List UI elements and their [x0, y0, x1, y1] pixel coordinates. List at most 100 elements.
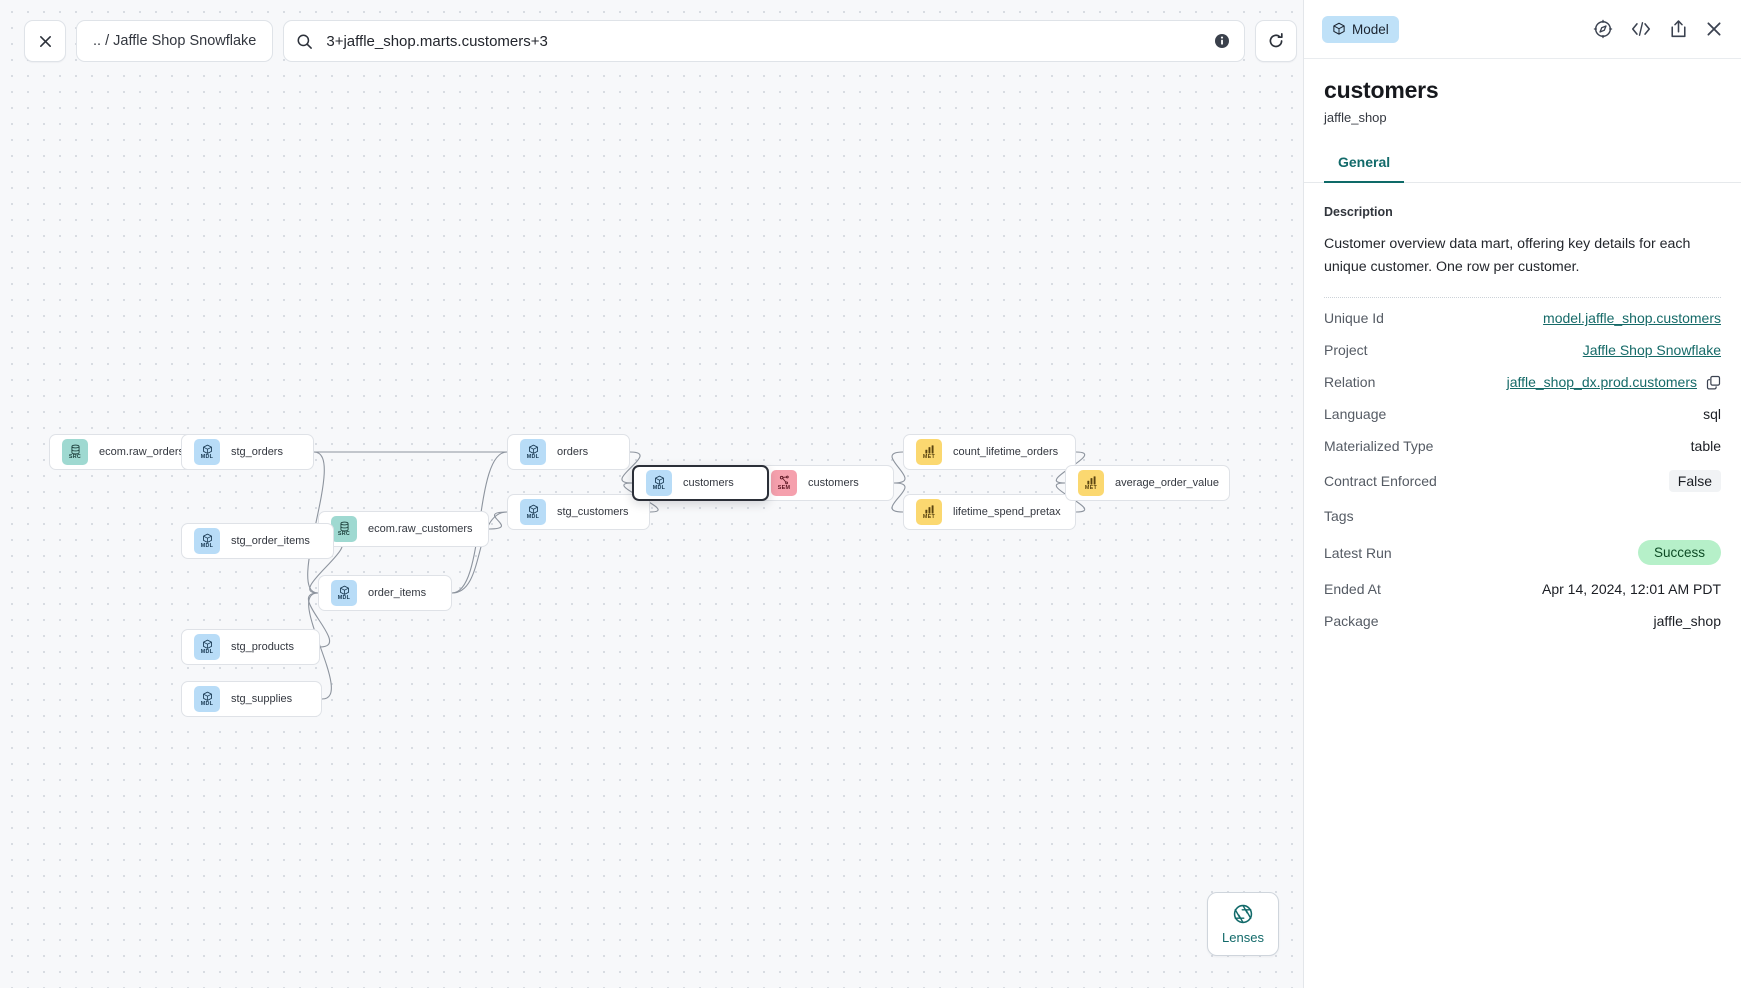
detail-row: Relation jaffle_shop_dx.prod.customers	[1324, 366, 1721, 398]
detail-row-key: Contract Enforced	[1324, 473, 1437, 489]
cube-icon	[202, 444, 212, 454]
info-icon[interactable]	[1214, 33, 1230, 49]
graph-node-label: stg_supplies	[231, 693, 293, 705]
page-title: customers	[1324, 77, 1439, 103]
detail-row: Ended At Apr 14, 2024, 12:01 AM PDT	[1324, 573, 1721, 605]
details-panel: Model	[1303, 0, 1741, 988]
description-label: Description	[1324, 205, 1393, 219]
graph-node-label: stg_orders	[231, 446, 283, 458]
detail-row-key: Package	[1324, 613, 1379, 629]
search-bar[interactable]	[283, 20, 1246, 62]
detail-row-value: jaffle_shop	[1653, 613, 1721, 629]
panel-toolbar: Model	[1304, 0, 1741, 58]
detail-row: Materialized Type table	[1324, 430, 1721, 462]
detail-row-value: Apr 14, 2024, 12:01 AM PDT	[1542, 581, 1721, 597]
database-icon: SRC	[331, 516, 357, 542]
cube-icon: MDL	[520, 499, 546, 525]
cube-icon: MDL	[194, 686, 220, 712]
detail-row-key: Relation	[1324, 374, 1376, 390]
breadcrumb-label: .. / Jaffle Shop Snowflake	[93, 33, 257, 49]
graph-node-customers_sem[interactable]: SEM customers	[758, 465, 894, 501]
database-icon	[70, 444, 80, 454]
cube-icon: MDL	[646, 470, 672, 496]
copy-icon[interactable]	[1706, 375, 1721, 390]
cube-icon	[339, 585, 349, 595]
database-icon	[339, 521, 349, 531]
graph-node-stg_orders[interactable]: MDL stg_orders	[181, 434, 314, 470]
close-icon	[39, 35, 51, 47]
detail-row-value[interactable]: Jaffle Shop Snowflake	[1582, 342, 1721, 358]
database-icon: SRC	[62, 439, 88, 465]
detail-row-value-wrap: jaffle_shop_dx.prod.customers	[1507, 374, 1721, 390]
detail-row: Contract Enforced False	[1324, 462, 1721, 500]
lenses-button[interactable]: Lenses	[1207, 892, 1279, 956]
cube-icon: MDL	[194, 439, 220, 465]
detail-row-key: Ended At	[1324, 581, 1381, 597]
cube-icon	[202, 533, 212, 543]
graph-node-stg_supplies[interactable]: MDL stg_supplies	[181, 681, 322, 717]
search-input[interactable]	[324, 31, 1204, 51]
cube-icon	[202, 639, 212, 649]
panel-header: customers jaffle_shop	[1304, 58, 1741, 125]
aperture-icon	[1233, 904, 1253, 924]
detail-row-value: False	[1668, 470, 1721, 492]
detail-row-value-wrap: Jaffle Shop Snowflake	[1583, 342, 1721, 358]
node-type-label: Model	[1352, 21, 1389, 37]
panel-body: Description Customer overview data mart,…	[1304, 183, 1741, 988]
detail-row-key: Materialized Type	[1324, 438, 1434, 454]
lenses-label: Lenses	[1222, 930, 1264, 945]
detail-row-value-wrap: jaffle_shop	[1654, 613, 1721, 629]
panel-actions	[1593, 19, 1723, 39]
graph-node-label: customers	[683, 477, 734, 489]
detail-row-key: Language	[1324, 406, 1387, 422]
tab-general[interactable]: General	[1324, 148, 1405, 183]
search-icon	[297, 34, 313, 49]
lineage-canvas[interactable]: .. / Jaffle Shop Snowflake	[0, 0, 1303, 988]
graph-node-label: count_lifetime_orders	[953, 446, 1059, 458]
metric-icon	[1086, 475, 1096, 485]
divider	[1324, 297, 1721, 298]
detail-row: Package jaffle_shop	[1324, 605, 1721, 637]
graph-node-label: order_items	[368, 587, 427, 599]
share-icon[interactable]	[1669, 19, 1688, 39]
node-type-chip[interactable]: Model	[1322, 15, 1399, 43]
metric-icon: MET	[916, 499, 942, 525]
graph-node-label: stg_products	[231, 641, 294, 653]
cube-icon	[202, 691, 212, 701]
detail-row-value-wrap: sql	[1703, 406, 1721, 422]
detail-row-value-wrap: Success	[1637, 540, 1721, 565]
cube-icon	[654, 475, 664, 485]
detail-row-key: Project	[1324, 342, 1368, 358]
close-button[interactable]	[24, 20, 66, 62]
breadcrumb[interactable]: .. / Jaffle Shop Snowflake	[76, 20, 274, 62]
detail-row-value[interactable]: model.jaffle_shop.customers	[1543, 310, 1721, 326]
detail-row-value-wrap: Apr 14, 2024, 12:01 AM PDT	[1542, 581, 1721, 597]
graph-node-label: customers	[808, 477, 859, 489]
detail-row-value: table	[1690, 438, 1721, 454]
cube-icon	[1333, 22, 1345, 35]
refresh-button[interactable]	[1255, 20, 1298, 62]
metric-icon	[924, 444, 934, 454]
close-icon[interactable]	[1705, 20, 1723, 38]
detail-row-value[interactable]: jaffle_shop_dx.prod.customers	[1506, 374, 1697, 390]
code-icon[interactable]	[1630, 19, 1652, 39]
cube-icon	[528, 444, 538, 454]
semantic-icon: SEM	[771, 470, 797, 496]
graph-node-customers_mdl[interactable]: MDL customers	[632, 465, 769, 501]
lineage-edge	[488, 511, 508, 530]
explore-icon[interactable]	[1593, 19, 1613, 39]
graph-node-label: stg_order_items	[231, 535, 310, 547]
